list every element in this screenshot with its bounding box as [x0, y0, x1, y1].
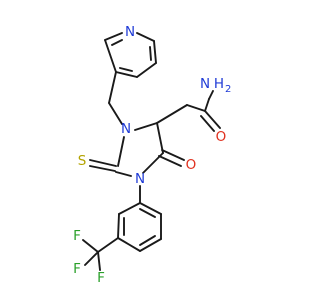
benzene-ring	[117, 202, 162, 252]
fluorine-bottom-label: F	[97, 270, 105, 286]
methylene-linker	[108, 71, 123, 125]
keto-bond	[158, 149, 185, 167]
fluorine-top-label: F	[73, 228, 81, 244]
amide-nh2-label: N H 2	[200, 76, 231, 95]
thione-sulfur-label: S	[78, 153, 87, 169]
molecule-structure: N N H 2 O N N S O F F F	[73, 24, 231, 286]
amide-nitrogen-label: N	[200, 76, 210, 92]
acetamide-chain	[156, 90, 221, 132]
thione-bond	[89, 159, 117, 172]
pyridine-ring	[104, 32, 157, 78]
trifluoromethyl-group	[82, 237, 119, 271]
imidazolidine-ring	[115, 122, 164, 177]
pyridine-nitrogen-label: N	[125, 24, 135, 40]
ring-nitrogen-3-label: N	[121, 121, 131, 137]
ring-nitrogen-1-label: N	[135, 171, 145, 187]
amide-hydrogen-label: H	[214, 76, 224, 92]
fluorine-left-label: F	[73, 261, 81, 277]
amide-oxygen-label: O	[216, 129, 227, 145]
amide-hydrogen-count: 2	[225, 84, 231, 95]
keto-oxygen-label: O	[186, 157, 197, 173]
